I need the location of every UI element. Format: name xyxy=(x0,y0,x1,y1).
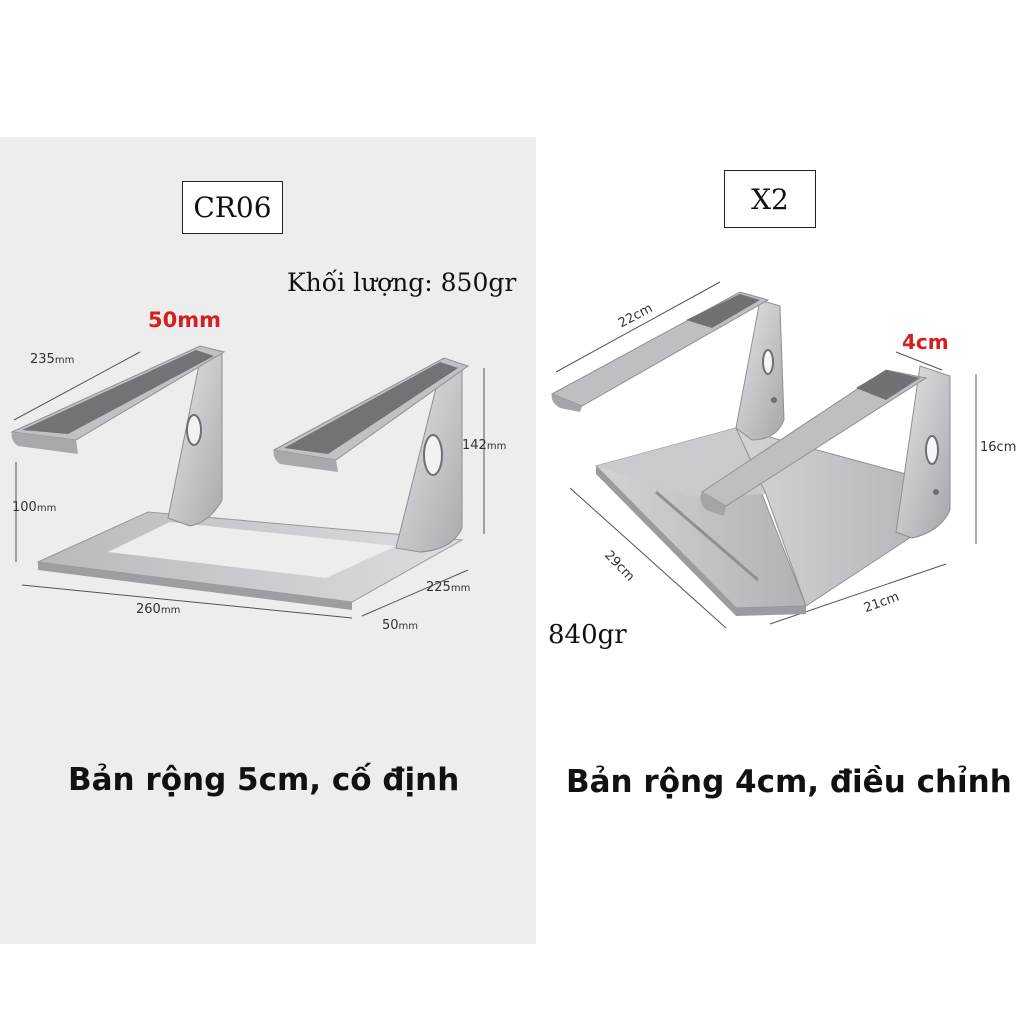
x2-width-highlight: 4cm xyxy=(902,330,949,354)
cr06-width-highlight: 50mm xyxy=(148,308,221,332)
cr06-dim-142: 142mm xyxy=(462,438,507,453)
x2-weight: 840gr xyxy=(548,620,627,650)
cr06-model-label: CR06 xyxy=(182,181,283,234)
cr06-weight: Khối lượng: 850gr xyxy=(287,268,517,297)
x2-stand-illustration xyxy=(550,281,977,629)
x2-model-label: X2 xyxy=(724,170,816,228)
cr06-caption: Bản rộng 5cm, cố định xyxy=(68,762,460,798)
cr06-dim-225: 225mm xyxy=(426,580,471,595)
cr06-dim-235: 235mm xyxy=(30,352,75,367)
cr06-dim-50: 50mm xyxy=(382,618,419,633)
cr06-dim-260: 260mm xyxy=(136,602,181,617)
x2-caption: Bản rộng 4cm, điều chỉnh xyxy=(566,764,1012,800)
x2-dim-16cm: 16cm xyxy=(980,440,1017,455)
cr06-stand-illustration xyxy=(10,345,485,619)
cr06-dim-100: 100mm xyxy=(12,500,57,515)
